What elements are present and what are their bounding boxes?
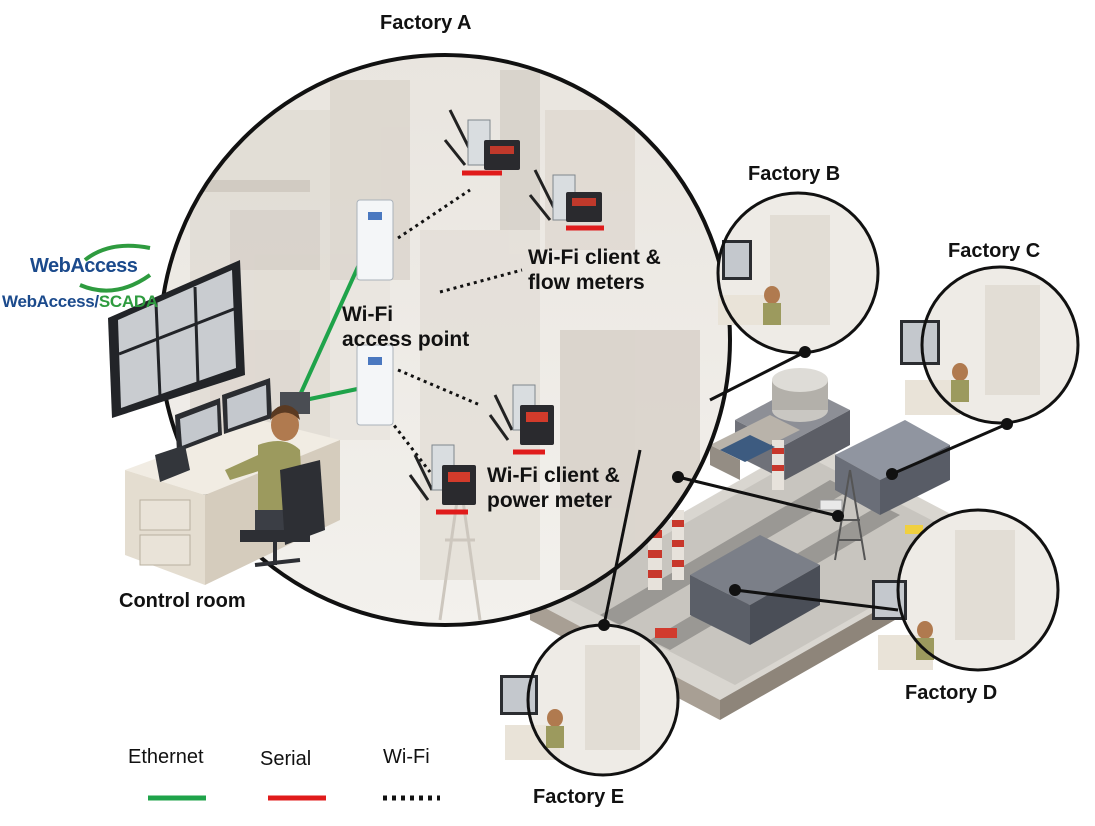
connector-dots [598, 346, 1013, 631]
flow-meter-client-1 [443, 109, 520, 176]
power-meter-label: Wi-Fi client & power meter [487, 463, 620, 513]
power-meter-client-2 [408, 444, 476, 515]
power-meter-client-1 [488, 384, 554, 455]
logo-part-b: SCADA [98, 292, 158, 311]
factory-c-circle [900, 265, 1080, 425]
ethernet-links [298, 257, 364, 402]
factory-b-circle [716, 191, 880, 355]
access-point-line1: Wi-Fi [342, 303, 394, 326]
webaccess-scada-logo: WebAccess/SCADA [2, 292, 158, 312]
factory-d-circle [872, 508, 1060, 672]
flow-line2: flow meters [528, 271, 645, 294]
logo-part-a: WebAccess/ [2, 292, 99, 311]
wifi-access-point-lower [356, 344, 394, 426]
webaccess-logo: WebAccess [30, 255, 138, 277]
logo-swoosh [83, 243, 151, 262]
factory-b-label: Factory B [748, 163, 841, 185]
access-point-label: Wi-Fi access point [342, 302, 469, 352]
flow-meter-label: Wi-Fi client & flow meters [528, 245, 661, 295]
legend-wifi-label: Wi-Fi [383, 746, 430, 768]
access-point-line2: access point [342, 328, 470, 351]
control-room-label: Control room [119, 590, 246, 612]
wifi-links [388, 188, 523, 473]
flow-meter-client-2 [528, 169, 604, 231]
factory-c-label: Factory C [948, 240, 1041, 262]
factory-d-label: Factory D [905, 682, 998, 704]
legend-serial-label: Serial [260, 748, 312, 770]
power-line1: Wi-Fi client & [487, 464, 620, 487]
factory-e-label: Factory E [533, 786, 625, 808]
power-line2: power meter [487, 489, 612, 512]
control-room-illustration [108, 260, 340, 585]
industrial-park-illustration [530, 368, 1000, 720]
factory-e-circle [500, 623, 680, 777]
factory-connectors [602, 350, 1008, 626]
flow-line1: Wi-Fi client & [528, 246, 661, 269]
factory-a-label: Factory A [380, 12, 472, 34]
legend-ethernet-label: Ethernet [128, 746, 204, 768]
wifi-access-point-upper [356, 199, 394, 281]
